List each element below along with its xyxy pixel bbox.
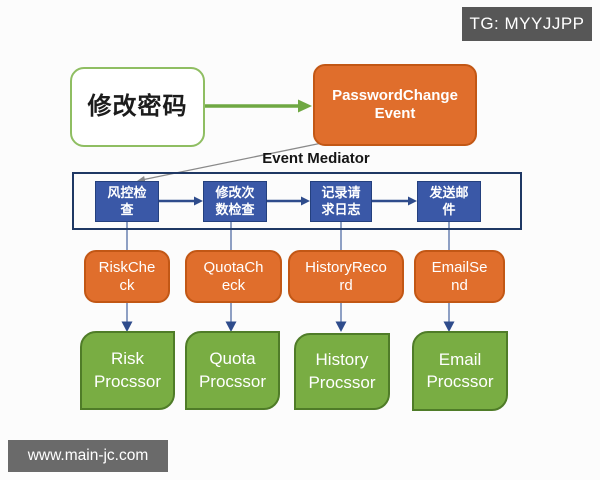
processor-node-quota: Quota Procssor bbox=[185, 331, 280, 410]
mediator-step-risk-check: 风控检 查 bbox=[95, 181, 159, 222]
mediator-step-send-email: 发送邮 件 bbox=[417, 181, 481, 222]
arrow-step1-step2 bbox=[159, 196, 203, 206]
event-node-historyrecord: HistoryReco rd bbox=[288, 250, 404, 303]
event-node-quotacheck: QuotaCh eck bbox=[185, 250, 282, 303]
mediator-step-quota-check: 修改次 数检查 bbox=[203, 181, 267, 222]
arrow-step2-step3 bbox=[267, 196, 310, 206]
event-node-riskcheck: RiskChe ck bbox=[84, 250, 170, 303]
processor-node-email: Email Procssor bbox=[412, 331, 508, 411]
event-node-emailsend: EmailSe nd bbox=[414, 250, 505, 303]
tg-watermark-badge: TG: MYYJJPP bbox=[462, 7, 592, 41]
password-change-event-node: PasswordChange Event bbox=[313, 64, 477, 146]
arrow-step3-step4 bbox=[372, 196, 417, 206]
site-watermark: www.main-jc.com bbox=[8, 440, 168, 472]
mediator-step-history-log: 记录请 求日志 bbox=[310, 181, 372, 222]
event-mediator-container bbox=[72, 172, 522, 230]
source-node: 修改密码 bbox=[70, 67, 205, 147]
processor-node-history: History Procssor bbox=[294, 333, 390, 410]
processor-node-risk: Risk Procssor bbox=[80, 331, 175, 410]
arrow-source-to-event bbox=[205, 99, 312, 113]
event-mediator-title: Event Mediator bbox=[262, 150, 370, 167]
